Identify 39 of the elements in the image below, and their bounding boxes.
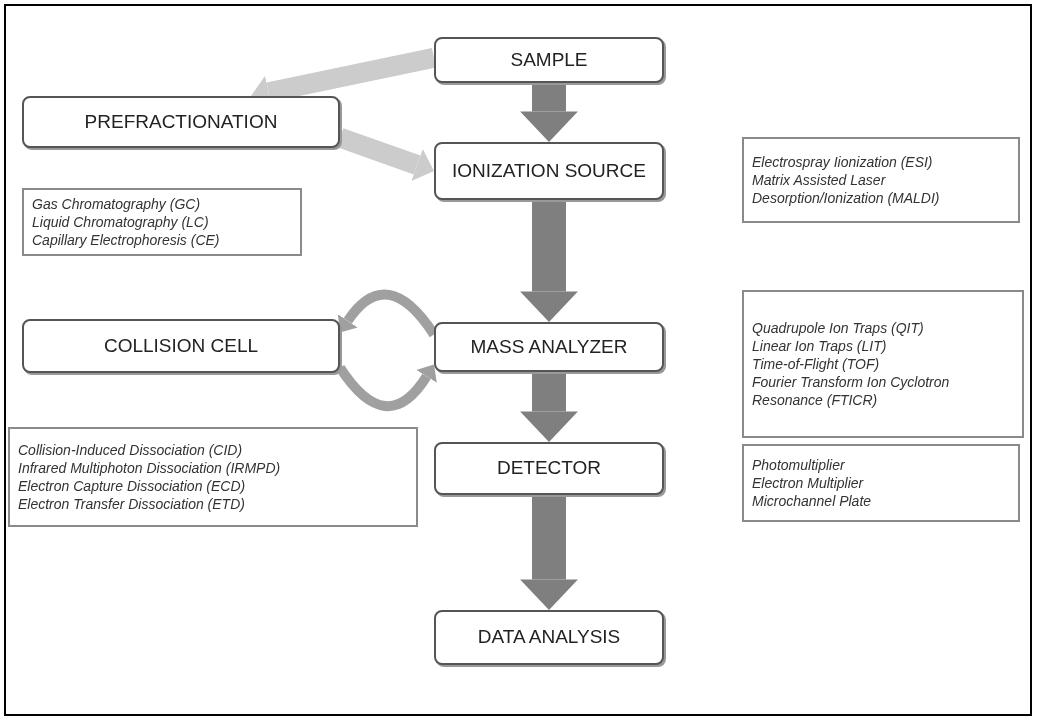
step-title: MASS ANALYZER bbox=[470, 334, 628, 359]
process-box bbox=[434, 610, 664, 665]
list-item: Electron Transfer Dissociation (ETD) bbox=[18, 495, 246, 513]
process-box bbox=[22, 96, 340, 148]
list-item: Infrared Multiphoton Dissociation (IRMPD) bbox=[18, 459, 282, 477]
block-arrow bbox=[520, 83, 578, 142]
block-arrow bbox=[520, 200, 578, 322]
list-box bbox=[742, 137, 1020, 223]
list-box bbox=[8, 427, 418, 527]
process-box bbox=[434, 142, 664, 200]
list-item: Linear Ion Traps (LIT) bbox=[752, 337, 888, 355]
list-item: Quadrupole Ion Traps (QIT) bbox=[752, 319, 925, 337]
list-item: Photomultiplier bbox=[752, 456, 846, 474]
list-item: Electron Multiplier bbox=[752, 474, 865, 492]
step-title: IONIZATION SOURCE bbox=[452, 158, 646, 183]
list-item: Time-of-Flight (TOF) bbox=[752, 355, 881, 373]
block-arrow bbox=[520, 372, 578, 442]
list-item: Electron Capture Dissociation (ECD) bbox=[18, 477, 247, 495]
list-box bbox=[742, 444, 1020, 522]
step-title: DATA ANALYSIS bbox=[477, 625, 621, 650]
list-item: Collision-Induced Dissociation (CID) bbox=[18, 441, 244, 459]
process-box bbox=[434, 37, 664, 83]
list-item: Gas Chromatography (GC) bbox=[32, 195, 202, 213]
list-box bbox=[742, 290, 1024, 438]
process-box bbox=[434, 442, 664, 495]
list-item: Matrix Assisted Laser Desorption/Ionization (MALDI) bbox=[752, 171, 941, 207]
list-item: Fourier Transform Ion Cyclotron Resonance (FTICR) bbox=[752, 373, 951, 409]
list-item: Liquid Chromatography (LC) bbox=[32, 213, 210, 231]
list-box bbox=[22, 188, 302, 256]
list-item: Capillary Electrophoresis (CE) bbox=[32, 231, 221, 249]
list-item: Microchannel Plate bbox=[752, 492, 873, 510]
list-item: Electrospray Iionization (ESI) bbox=[752, 153, 934, 171]
step-title: DETECTOR bbox=[496, 456, 602, 481]
step-title: PREFRACTIONATION bbox=[84, 109, 278, 134]
step-title: SAMPLE bbox=[510, 47, 588, 72]
process-box bbox=[22, 319, 340, 373]
process-box bbox=[434, 322, 664, 372]
step-title: COLLISION CELL bbox=[103, 333, 259, 358]
block-arrow bbox=[520, 495, 578, 610]
